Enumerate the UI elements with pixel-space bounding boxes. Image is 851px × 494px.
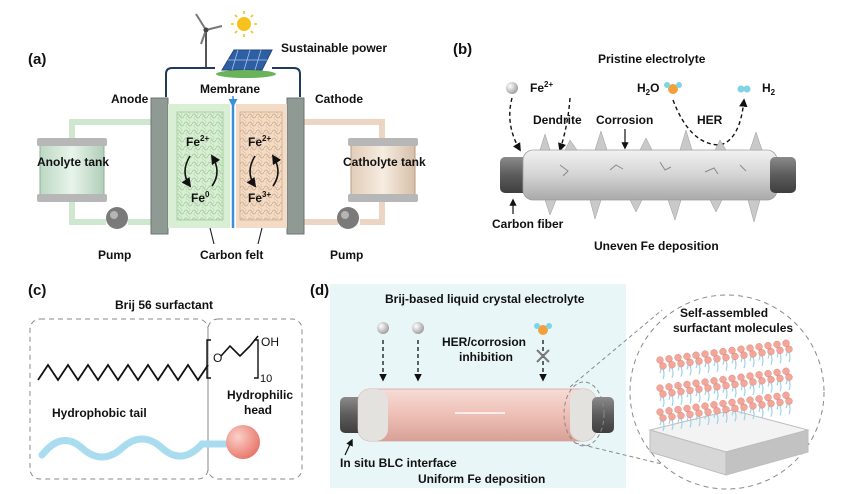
water-label: H2O	[637, 81, 659, 97]
carbon-fiber-pristine	[500, 129, 796, 223]
panel-a: (a) Sustainable	[28, 11, 426, 262]
oxidation-arrow	[210, 154, 221, 187]
water-molecule-icon	[664, 82, 682, 94]
anolyte-tank	[37, 138, 107, 202]
anode-plate	[150, 97, 169, 235]
sam-label-1: Self-assembled	[680, 306, 768, 320]
cathode-plate	[286, 97, 305, 235]
fe-ion-ball-1	[377, 322, 389, 334]
catholyte-tank	[348, 138, 418, 202]
panel-d-background	[330, 284, 626, 488]
cathode-arrow-down	[246, 155, 257, 188]
panel-d-title: Brij-based liquid crystal electrolyte	[385, 292, 585, 306]
inhibition-label-2: inhibition	[459, 350, 513, 364]
membrane-label: Membrane	[200, 82, 260, 96]
panel-c-title: Brij 56 surfactant	[115, 298, 213, 312]
panel-d-label: (d)	[310, 282, 329, 299]
wind-turbine-icon	[195, 13, 223, 68]
catholyte-pipes	[304, 119, 385, 225]
cathode-arrow-up	[271, 154, 282, 187]
panel-a-label: (a)	[28, 51, 46, 68]
inhibition-label-1: HER/corrosion	[442, 335, 526, 349]
anolyte-pipes	[69, 119, 151, 225]
anode-label: Anode	[111, 92, 149, 106]
interface-pointer	[344, 438, 353, 456]
ion-right-bottom: Fe3+	[248, 190, 271, 205]
dendrite-arrow-1	[509, 97, 521, 152]
fe-ion-label: Fe2+	[530, 80, 553, 95]
cathode-label: Cathode	[315, 92, 363, 106]
bilayer	[656, 367, 793, 408]
panel-c-label: (c)	[28, 282, 46, 299]
pump-right-icon	[337, 207, 359, 229]
catholyte-tank-label: Catholyte tank	[343, 155, 426, 169]
repeat-subscript: 10	[260, 373, 272, 385]
bilayer	[656, 339, 793, 380]
carbon-felt-right	[239, 111, 283, 221]
hydrogen-label: H2	[762, 81, 776, 97]
reduction-arrow	[181, 155, 192, 188]
bracket-left	[206, 339, 211, 379]
bracket-right	[254, 339, 259, 379]
interface-label: In situ BLC interface	[340, 456, 457, 470]
carbon-felt-label: Carbon felt	[200, 248, 263, 262]
ion-right-top: Fe2+	[248, 134, 271, 149]
wire-right	[272, 67, 301, 97]
head-illustration	[226, 425, 260, 459]
hydrophilic-label-2: head	[244, 403, 272, 417]
wire-left	[165, 67, 215, 97]
substrate-block	[648, 409, 810, 476]
hydroxyl-label: OH	[261, 335, 279, 349]
hydrophobic-tail-label: Hydrophobic tail	[52, 406, 147, 420]
zoom-line-top	[569, 309, 663, 388]
coated-carbon-fiber	[340, 388, 614, 442]
dendrite-label: Dendrite	[533, 113, 582, 127]
panel-b-title: Pristine electrolyte	[598, 52, 706, 66]
ion-left-top: Fe2+	[186, 134, 209, 149]
panel-c: (c) Brij 56 surfactant O 10 OH Hydrophob…	[28, 282, 303, 480]
sun-icon	[231, 11, 257, 37]
her-arrow	[672, 98, 748, 146]
tail-box	[29, 318, 209, 480]
carbon-fiber-label: Carbon fiber	[492, 217, 564, 231]
zoom-line-bottom	[574, 442, 663, 465]
pump-right-label: Pump	[330, 248, 363, 262]
bilayer	[656, 391, 793, 432]
tail-illustration	[38, 435, 232, 461]
corrosion-label: Corrosion	[596, 113, 653, 127]
her-label: HER	[697, 113, 723, 127]
pump-left-icon	[106, 207, 128, 229]
felt-pointer-right	[257, 227, 263, 245]
zoom-circle-small	[563, 381, 605, 447]
panel-b-label: (b)	[453, 41, 472, 58]
panel-b-caption: Uneven Fe deposition	[594, 239, 719, 253]
solar-panel-icon	[216, 49, 276, 78]
fe-ion-ball-2	[412, 322, 424, 334]
oh-bond	[249, 335, 259, 347]
sam-label-2: surfactant molecules	[673, 321, 793, 335]
felt-pointer-left	[209, 227, 215, 245]
hydrogen-molecule-icon	[737, 85, 751, 93]
ion-left-bottom: Fe0	[191, 190, 210, 205]
carbon-felt-left	[176, 111, 224, 221]
head-box	[207, 318, 303, 480]
blocked-cross-icon	[536, 349, 550, 363]
surfactant-bilayer-stack	[656, 339, 793, 432]
panel-d-caption: Uniform Fe deposition	[418, 472, 545, 486]
panel-d: (d) Brij-based liquid crystal electrolyt…	[310, 282, 825, 490]
panel-b: (b) Pristine electrolyte Fe2+ H2O H2 Den…	[453, 41, 796, 253]
pump-left-label: Pump	[98, 248, 131, 262]
anolyte-tank-label: Anolyte tank	[37, 155, 109, 169]
water-molecule-icon-d	[534, 323, 552, 335]
ethoxy-chain	[220, 344, 251, 358]
hydrophilic-label-1: Hydrophilic	[227, 388, 293, 402]
alkyl-chain	[37, 363, 209, 382]
oxygen-label: O	[213, 351, 222, 365]
sustainable-power-label: Sustainable power	[281, 41, 387, 55]
fe-ion-ball	[506, 82, 518, 94]
